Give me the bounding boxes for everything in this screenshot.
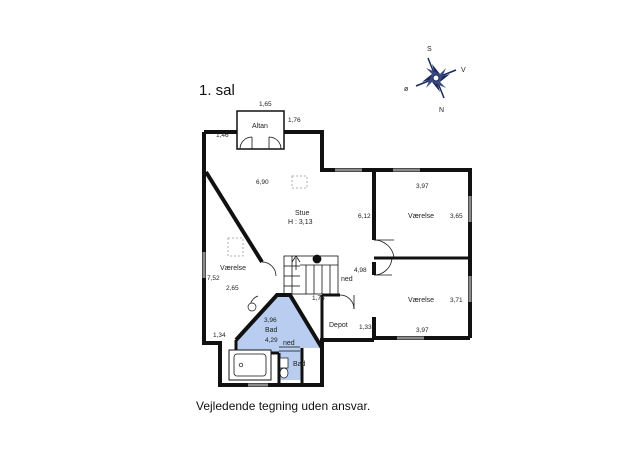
bad-small-name: Bad bbox=[293, 361, 306, 368]
balcony bbox=[236, 110, 285, 150]
vaerelse3-width: 2,65 bbox=[226, 285, 239, 292]
bathtub-icon bbox=[228, 349, 272, 381]
floor-title: 1. sal bbox=[199, 82, 235, 99]
small-stairs bbox=[279, 346, 300, 352]
vaerelse1-depth: 3,65 bbox=[450, 213, 463, 220]
vaerelse2-depth: 3,71 bbox=[450, 297, 463, 304]
bad-small-down-label: ned bbox=[283, 340, 295, 347]
stairs-dim-b: 1,76 bbox=[312, 295, 325, 302]
vaerelse3-small: 1,34 bbox=[213, 332, 226, 339]
vaerelse3-length: 7,52 bbox=[207, 275, 220, 282]
compass-s: S bbox=[427, 46, 432, 53]
stue-depth: 6,12 bbox=[358, 213, 371, 220]
sink-icon bbox=[247, 302, 257, 312]
vaerelse1-width: 3,97 bbox=[416, 183, 429, 190]
vaerelse1-name: Værelse bbox=[408, 213, 434, 220]
stue-name: Stue bbox=[295, 210, 310, 217]
compass-icon: S V ø N bbox=[404, 46, 466, 114]
balcony-width: 1,65 bbox=[259, 101, 272, 108]
stue-width: 6,90 bbox=[256, 179, 269, 186]
stairs bbox=[283, 254, 339, 295]
compass-n: N bbox=[439, 107, 444, 114]
depot-name: Depot bbox=[329, 322, 348, 329]
stairs-down-label: ned bbox=[341, 276, 353, 283]
doors bbox=[249, 239, 395, 310]
disclaimer: Vejledende tegning uden ansvar. bbox=[196, 399, 371, 413]
balcony-side: 1,46 bbox=[216, 132, 229, 139]
vaerelse3-name: Værelse bbox=[220, 265, 246, 272]
balcony-name: Altan bbox=[252, 123, 268, 130]
bad-dim-a: 3,96 bbox=[264, 317, 277, 324]
toilet-icon bbox=[279, 357, 289, 379]
windows bbox=[202, 168, 472, 387]
walls bbox=[202, 130, 472, 387]
bad-dim-b: 4,29 bbox=[265, 337, 278, 344]
vaerelse2-width: 3,97 bbox=[416, 327, 429, 334]
stairs-dim-a: 4,98 bbox=[354, 267, 367, 274]
skylights bbox=[227, 175, 308, 257]
balcony-depth: 1,76 bbox=[288, 117, 301, 124]
bad-name: Bad bbox=[265, 327, 278, 334]
depot-dim: 1,33 bbox=[359, 324, 372, 331]
compass-v: V bbox=[461, 67, 466, 74]
compass-o: ø bbox=[404, 86, 409, 93]
vaerelse2-name: Værelse bbox=[408, 297, 434, 304]
stue-height: H : 3,13 bbox=[288, 219, 313, 226]
